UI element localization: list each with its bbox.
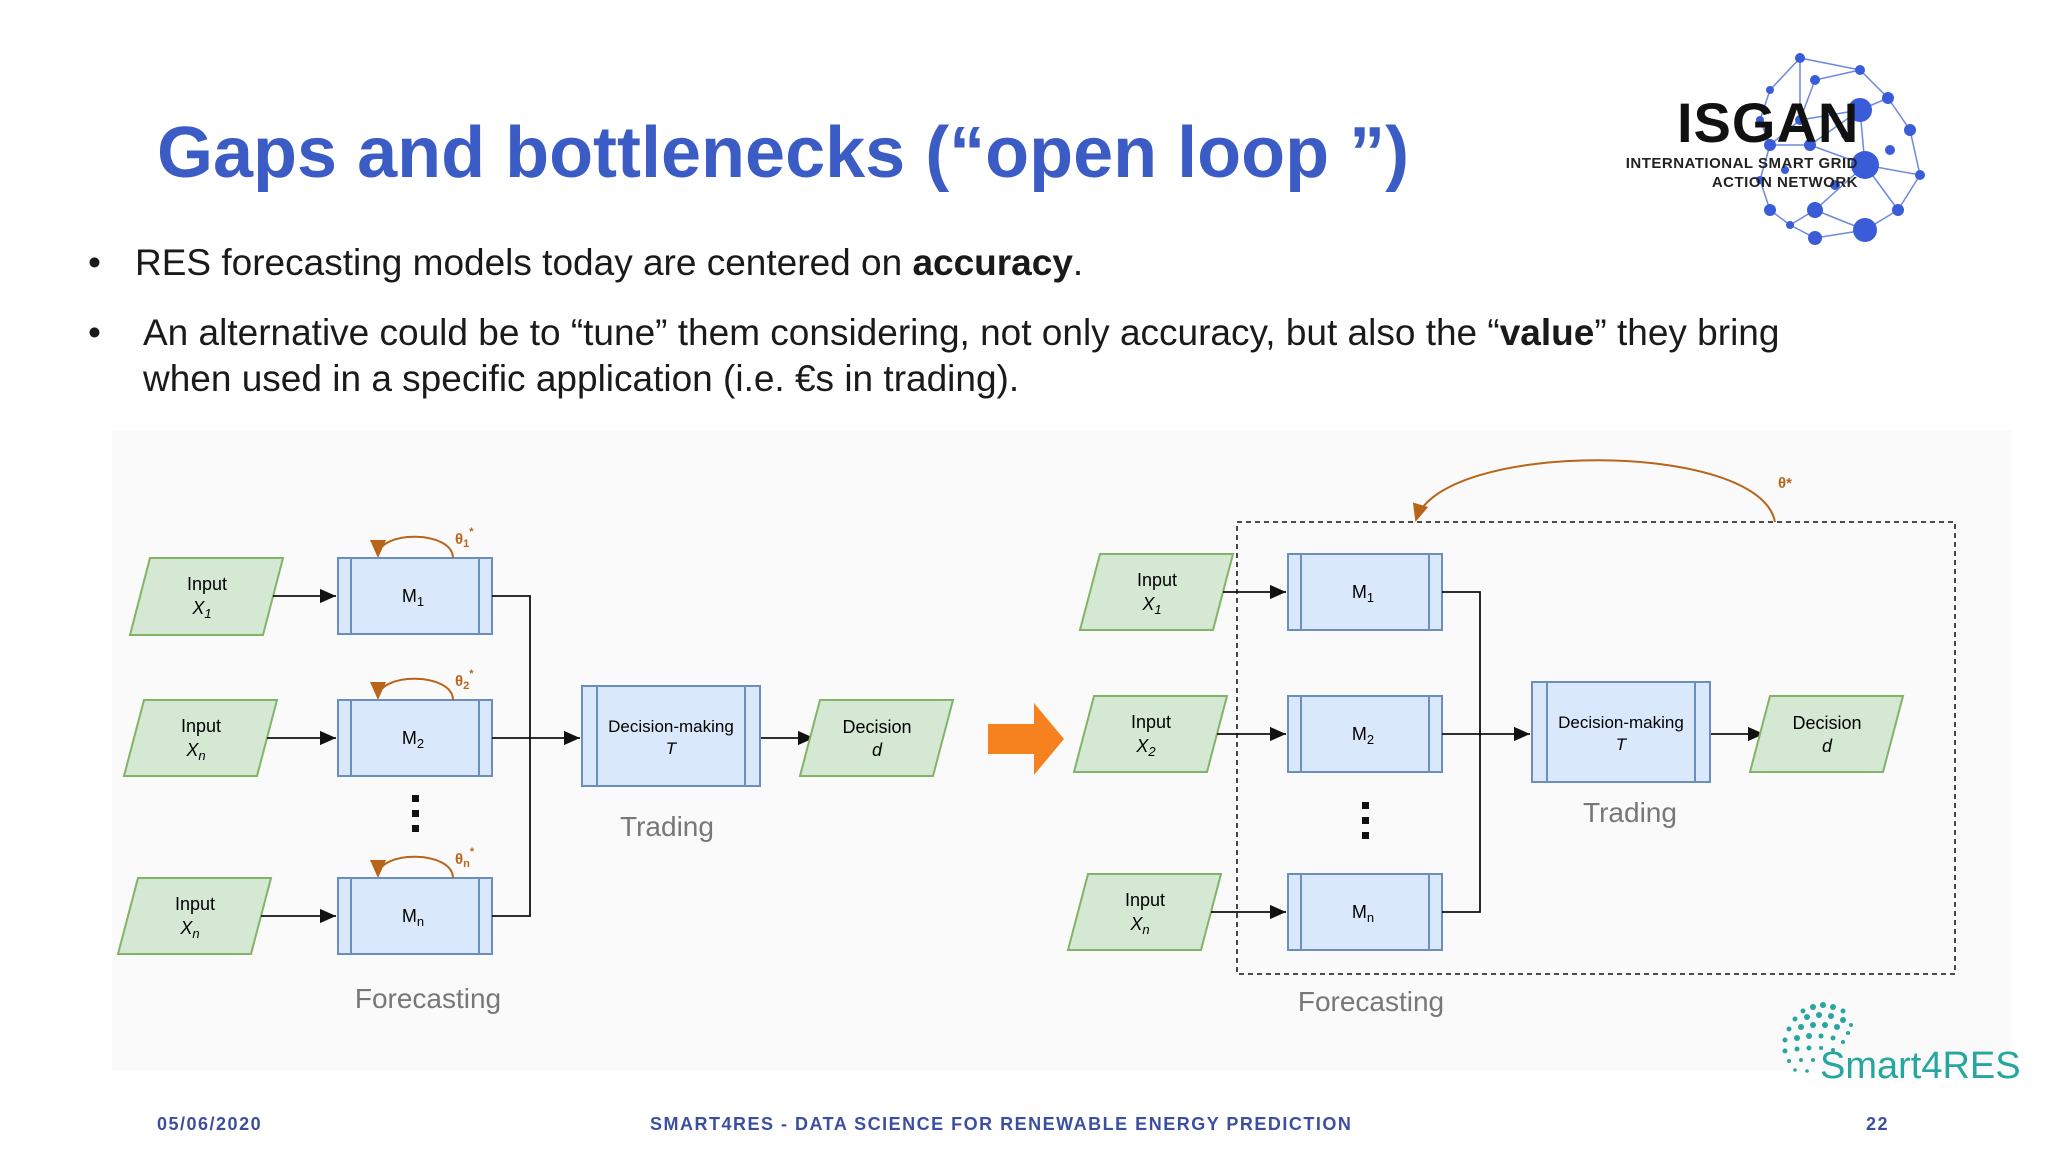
trading-label: Trading	[1583, 797, 1677, 828]
svg-text:d: d	[1822, 736, 1833, 756]
bullet-item: • RES forecasting models today are cente…	[88, 240, 1888, 286]
diagram-canvas: Input X1 Input Xn Input Xn M1	[116, 459, 1956, 1017]
left-diagram: Input X1 Input Xn Input Xn M1	[116, 526, 955, 1014]
svg-text:T: T	[666, 739, 678, 758]
svg-text:d: d	[872, 740, 883, 760]
bullet-marker: •	[88, 242, 101, 283]
svg-text:X1: X1	[1141, 594, 1161, 617]
decision-node: Decision d	[1748, 695, 1905, 773]
svg-text:θ*: θ*	[1778, 475, 1792, 492]
forecasting-label: Forecasting	[355, 983, 501, 1014]
input-node-3: Input Xn	[1066, 873, 1223, 951]
svg-text:X2: X2	[1135, 736, 1156, 759]
model-node-2: M2	[337, 699, 493, 777]
model-node-2: M2	[1287, 695, 1443, 773]
input-node-3: Input Xn	[116, 877, 273, 955]
isgan-logo: ISGAN INTERNATIONAL SMART GRID ACTION NE…	[1620, 50, 2000, 250]
isgan-sub-line1: INTERNATIONAL SMART GRID	[1625, 155, 1858, 172]
decision-node: Decision d	[798, 699, 955, 777]
ellipsis-dots	[412, 795, 419, 832]
model-node-3: Mn	[1287, 873, 1443, 951]
isgan-subtitle: INTERNATIONAL SMART GRID ACTION NETWORK	[1620, 154, 1858, 192]
input-node-1: Input X1	[1078, 553, 1235, 631]
svg-text:M1: M1	[1352, 582, 1374, 605]
input-model-arrows	[261, 588, 336, 924]
svg-text:Xn: Xn	[179, 918, 199, 941]
svg-text:θ1*: θ1*	[455, 526, 474, 550]
svg-text:T: T	[1616, 735, 1628, 754]
input-node-2: Input Xn	[122, 699, 279, 777]
model-node-3: Mn	[337, 877, 493, 955]
smart4res-logo: Smart4RES	[1765, 995, 2021, 1095]
slide-title: Gaps and bottlenecks (“open loop ”)	[157, 113, 1410, 193]
bullet-marker: •	[88, 312, 101, 353]
page-number: 22	[1866, 1114, 1890, 1134]
svg-text:Xn: Xn	[1129, 914, 1149, 937]
svg-text:Mn: Mn	[1352, 902, 1374, 925]
transition-arrow-icon	[988, 703, 1064, 775]
footer-title: SMART4RES - DATA SCIENCE FOR RENEWABLE E…	[650, 1114, 1353, 1134]
svg-text:M2: M2	[1352, 724, 1374, 747]
open-loop-diagram: Input X1 Input Xn Input Xn M1	[0, 430, 2048, 1070]
svg-text:M1: M1	[402, 586, 424, 609]
input-node-1: Input X1	[128, 557, 285, 636]
decision-making-node: Decision-making T	[1531, 681, 1711, 783]
right-diagram: θ* Input X1 Input X2 Input Xn	[1066, 459, 1956, 1017]
model-node-1: M1	[1287, 553, 1443, 631]
model-bus	[1442, 591, 1764, 913]
svg-text:X1: X1	[191, 598, 211, 621]
footer-date: 05/06/2020	[157, 1114, 263, 1134]
svg-text:Mn: Mn	[402, 906, 424, 929]
trading-label: Trading	[620, 811, 714, 842]
svg-text:Decision-making: Decision-making	[608, 717, 734, 736]
svg-text:Input: Input	[1131, 712, 1171, 732]
feedback-loop-2: θ2*	[370, 668, 474, 701]
svg-text:M2: M2	[402, 728, 424, 751]
svg-text:Decision: Decision	[842, 717, 911, 737]
bullet-list: • RES forecasting models today are cente…	[88, 240, 1888, 426]
input-node-2: Input X2	[1072, 695, 1229, 773]
svg-text:Decision: Decision	[1792, 713, 1861, 733]
input-model-arrows	[1211, 584, 1286, 920]
model-bus	[492, 595, 814, 917]
svg-text:Input: Input	[181, 716, 221, 736]
svg-text:θ2*: θ2*	[455, 668, 474, 692]
sphere-dots-icon	[1782, 1002, 1853, 1073]
forecasting-label: Forecasting	[1298, 986, 1444, 1017]
bullet-text: RES forecasting models today are centere…	[135, 242, 1084, 283]
svg-text:Xn: Xn	[185, 740, 205, 763]
svg-text:θn*: θn*	[455, 846, 475, 870]
isgan-sub-line2: ACTION NETWORK	[1711, 174, 1858, 191]
feedback-loop-3: θn*	[370, 846, 475, 879]
smart4res-wordmark: Smart4RES	[1820, 1045, 2021, 1087]
svg-text:Input: Input	[1137, 570, 1177, 590]
global-feedback-loop: θ*	[1412, 459, 1792, 523]
svg-text:Input: Input	[175, 894, 215, 914]
bullet-item: • An alternative could be to “tune” them…	[88, 310, 1888, 402]
decision-making-node: Decision-making T	[581, 685, 761, 787]
svg-text:Decision-making: Decision-making	[1558, 713, 1684, 732]
model-node-1: M1	[337, 557, 493, 635]
svg-text:Input: Input	[1125, 890, 1165, 910]
bullet-text: An alternative could be to “tune” them c…	[143, 312, 1780, 399]
feedback-loop-1: θ1*	[370, 526, 474, 559]
isgan-wordmark: ISGAN	[1677, 91, 1860, 154]
ellipsis-dots	[1362, 802, 1369, 839]
svg-text:Input: Input	[187, 574, 227, 594]
network-dots-icon	[1756, 53, 1925, 245]
